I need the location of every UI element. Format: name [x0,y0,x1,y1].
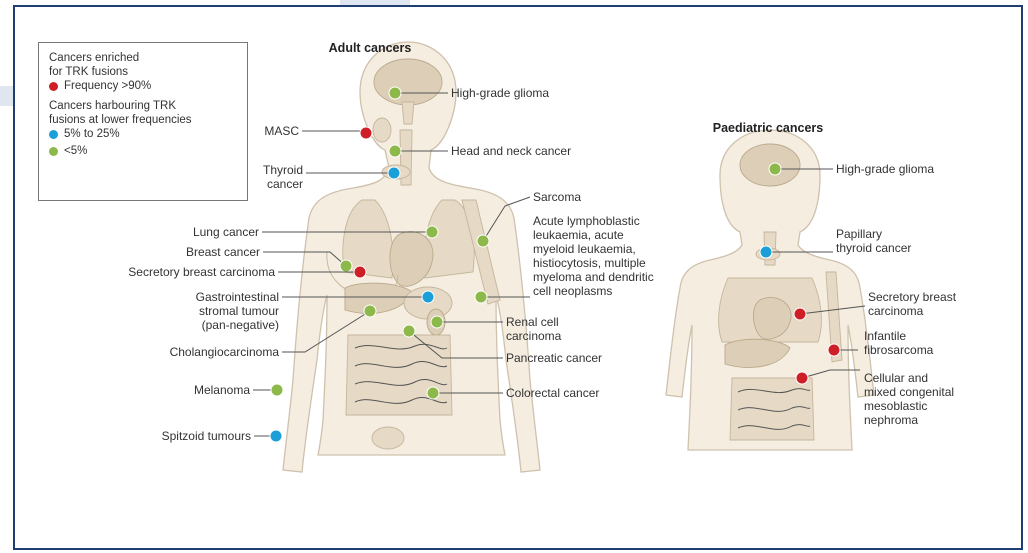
label-line: Pancreatic cancer [506,351,602,365]
label-line: Gastrointestinal [196,290,279,304]
label-line: mixed congenital [864,385,954,399]
marker-adult-breast [340,260,352,272]
label-line: Papillary [836,227,882,241]
label-adult-cholangiocarcinoma: Cholangiocarcinoma [170,345,280,359]
label-paed-infantile-fibrosarcoma: Infantilefibrosarcoma [864,329,934,357]
label-line: fibrosarcoma [864,343,934,357]
label-adult-spitzoid: Spitzoid tumours [162,429,251,443]
marker-adult-renal [431,316,443,328]
label-line: Cholangiocarcinoma [170,345,280,359]
label-adult-secretory-breast: Secretory breast carcinoma [128,265,275,279]
label-line: thyroid cancer [836,241,911,255]
label-adult-breast: Breast cancer [186,245,260,259]
marker-adult-sarcoma [477,235,489,247]
label-line: MASC [264,124,299,138]
marker-adult-cholangiocarcinoma [364,305,376,317]
label-line: Breast cancer [186,245,260,259]
adult-salivary-gland [373,118,391,142]
label-line: carcinoma [868,304,924,318]
label-line: histiocytosis, multiple [533,256,646,270]
label-line: Secretory breast carcinoma [128,265,275,279]
label-line: nephroma [864,413,918,427]
label-line: Acute lymphoblastic [533,214,640,228]
marker-adult-secretory-breast [354,266,366,278]
label-line: stromal tumour [199,304,279,318]
marker-adult-spitzoid [270,430,282,442]
label-line: myeloid leukaemia, [533,242,636,256]
marker-adult-colorectal [427,387,439,399]
adult-figure [283,42,540,472]
label-adult-masc: MASC [264,124,299,138]
label-line: Secretory breast [868,290,957,304]
marker-paed-secretory-breast [794,308,806,320]
label-adult-sarcoma: Sarcoma [533,190,581,204]
label-adult-melanoma: Melanoma [194,383,250,397]
marker-adult-gist [422,291,434,303]
adult-brain [374,59,442,105]
label-adult-head-and-neck: Head and neck cancer [451,144,571,158]
label-adult-lung: Lung cancer [193,225,259,239]
label-paed-high-grade-glioma: High-grade glioma [836,162,934,176]
label-adult-pancreatic: Pancreatic cancer [506,351,602,365]
marker-adult-melanoma [271,384,283,396]
adult-bladder [372,427,404,449]
marker-adult-masc [360,127,372,139]
label-line: High-grade glioma [836,162,934,176]
label-line: carcinoma [506,329,562,343]
label-line: Melanoma [194,383,250,397]
label-line: cancer [267,177,303,191]
marker-paed-papillary-thyroid [760,246,772,258]
label-line: Lung cancer [193,225,259,239]
paediatric-figure [666,130,874,450]
label-line: Head and neck cancer [451,144,571,158]
label-line: Cellular and [864,371,928,385]
marker-paed-infantile-fibrosarcoma [828,344,840,356]
paediatric-title: Paediatric cancers [713,121,824,135]
marker-adult-thyroid [388,167,400,179]
label-line: High-grade glioma [451,86,549,100]
label-adult-high-grade-glioma: High-grade glioma [451,86,549,100]
label-adult-colorectal: Colorectal cancer [506,386,599,400]
label-line: Renal cell [506,315,559,329]
label-line: Infantile [864,329,906,343]
label-line: cell neoplasms [533,284,612,298]
marker-adult-high-grade-glioma [389,87,401,99]
marker-adult-pancreatic [403,325,415,337]
marker-adult-leukaemia [475,291,487,303]
label-line: leukaemia, acute [533,228,624,242]
label-line: myeloma and dendritic [533,270,654,284]
label-line: Colorectal cancer [506,386,599,400]
adult-brain-stem [402,102,414,124]
label-line: mesoblastic [864,399,927,413]
marker-adult-lung [426,226,438,238]
marker-paed-mesoblastic-nephroma [796,372,808,384]
label-line: Sarcoma [533,190,581,204]
adult-title: Adult cancers [329,41,412,55]
marker-paed-high-grade-glioma [769,163,781,175]
paediatric-intestines [730,378,814,440]
label-line: Thyroid [263,163,303,177]
label-line: (pan-negative) [202,318,279,332]
label-line: Spitzoid tumours [162,429,251,443]
marker-adult-head-and-neck [389,145,401,157]
